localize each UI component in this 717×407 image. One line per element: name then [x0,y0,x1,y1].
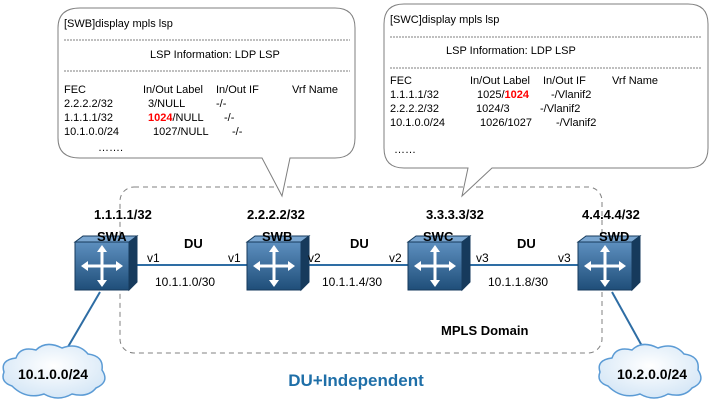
left-network-prefix: 10.1.0.0/24 [18,366,88,382]
link-cd-left-if: v3 [476,251,489,265]
cloud-icon [2,343,106,399]
swc-row-label: 1024/3 [476,103,510,115]
swc-row-fec: 2.2.2.2/32 [390,103,439,115]
swb-row-label: 1027/NULL [153,126,209,138]
swc-row-if: -/Vlanif2 [540,103,580,115]
link-ab-mode: DU [184,236,203,251]
swa-loopback-ip: 1.1.1.1/32 [94,207,152,222]
highlight-label: 1024 [505,89,530,101]
swb-row-label: 1024/NULL [148,112,204,124]
swb-row-fec: 2.2.2.2/32 [64,98,113,110]
swb-loopback-ip: 2.2.2.2/32 [247,207,305,222]
highlight-label: 1024 [148,112,173,124]
swc-lsp-title: LSP Information: LDP LSP [446,45,576,57]
router-swb[interactable] [245,234,311,292]
diagram-caption: DU+Independent [288,371,424,390]
router-swa[interactable] [73,234,139,292]
swb-lsp-title: LSP Information: LDP LSP [150,49,280,61]
link-cd-right-if: v3 [558,251,571,265]
link-ab-right-if: v1 [228,251,241,265]
router-icon [406,234,472,292]
swc-name: SWC [423,229,454,244]
swb-name: SWB [262,229,292,244]
swb-header-if: In/Out IF [216,84,259,96]
link-ab-subnet: 10.1.1.0/30 [155,275,215,289]
swc-header-label: In/Out Label [470,75,530,87]
router-swd[interactable] [576,234,642,292]
swb-row-fec: 10.1.0.0/24 [64,126,119,138]
mpls-domain-boundary [119,186,603,354]
right-network-prefix: 10.2.0.0/24 [617,366,687,382]
swb-row-label: 3/NULL [148,98,185,110]
swc-loopback-ip: 3.3.3.3/32 [426,207,484,222]
swb-row-fec: 1.1.1.1/32 [64,112,113,124]
swa-name: SWA [97,229,127,244]
router-icon [576,234,642,292]
swc-header-fec: FEC [390,75,412,87]
swb-command: [SWB]display mpls lsp [64,18,173,30]
swc-ellipsis: …… [394,144,416,156]
swb-header-label: In/Out Label [143,84,203,96]
swc-header-vrf: Vrf Name [612,75,658,87]
swc-lsp-callout: [SWC]display mpls lsp LSP Information: L… [383,3,709,198]
swd-loopback-ip: 4.4.4.4/32 [582,207,640,222]
swc-header-if: In/Out IF [543,75,586,87]
swc-row-fec: 10.1.0.0/24 [390,117,445,129]
mpls-domain-label: MPLS Domain [441,323,528,338]
swc-row-label: 1025/1024 [477,89,530,101]
network-cloud-right: 10.2.0.0/24 [598,343,702,399]
swb-ellipsis: ……. [98,142,123,154]
router-icon [73,234,139,292]
link-bc-subnet: 10.1.1.4/30 [322,275,382,289]
swc-row-label: 1026/1027 [480,117,532,129]
swc-row-if: -/Vlanif2 [551,89,591,101]
link-bc-right-if: v2 [389,251,402,265]
swb-row-if: -/- [224,112,235,124]
swb-row-if: -/- [216,98,227,110]
router-swc[interactable] [406,234,472,292]
link-ab-left-if: v1 [147,251,160,265]
swc-command: [SWC]display mpls lsp [390,14,499,26]
cloud-icon [598,343,702,399]
link-bc-left-if: v2 [308,251,321,265]
swd-name: SWD [599,229,629,244]
network-cloud-left: 10.1.0.0/24 [2,343,106,399]
link-bc-mode: DU [350,236,369,251]
link-cd-subnet: 10.1.1.8/30 [488,275,548,289]
swc-row-if: -/Vlanif2 [556,117,596,129]
link-cd-mode: DU [517,236,536,251]
swb-lsp-callout: [SWB]display mpls lsp LSP Information: L… [57,7,356,198]
swb-header-vrf: Vrf Name [292,84,338,96]
router-icon [245,234,311,292]
swb-row-if: -/- [232,126,243,138]
swb-header-fec: FEC [64,84,86,96]
swc-row-fec: 1.1.1.1/32 [390,89,439,101]
links [57,264,653,365]
